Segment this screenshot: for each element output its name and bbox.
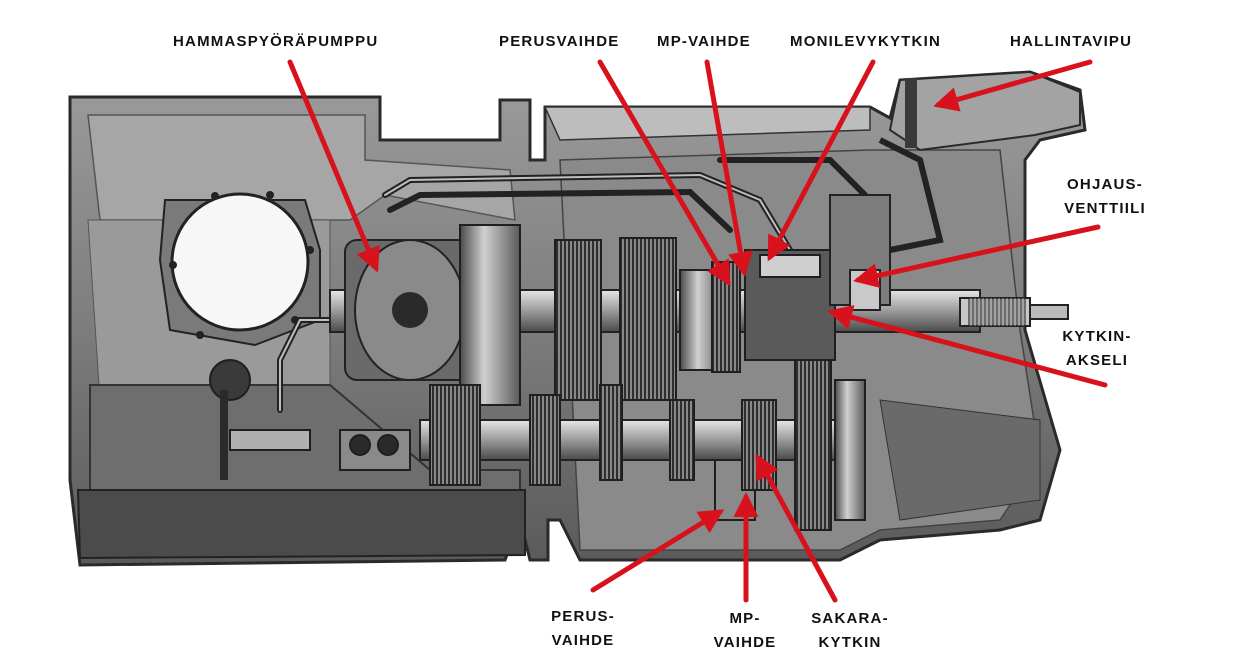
callout-arrows <box>287 59 1108 603</box>
label-dog-clutch: SAKARA- KYTKIN <box>811 607 889 655</box>
arrow-control-valve <box>853 224 1101 288</box>
arrow-mp-gear-top <box>704 59 753 277</box>
gear-pump-assembly <box>344 239 476 381</box>
label-multiplate-clutch: MONILEVYKYTKIN <box>790 33 941 50</box>
label-clutch-shaft-line2: AKSELI <box>1065 352 1129 369</box>
label-mp-gear-bottom: MP- VAIHDE <box>714 607 777 655</box>
label-control-valve-line1: OHJAUS- <box>1067 176 1143 193</box>
label-mp-gear-bottom-line1: MP- <box>729 610 761 627</box>
arrow-base-gear-bottom <box>590 509 725 593</box>
label-clutch-shaft-line1: KYTKIN- <box>1062 328 1132 345</box>
lower-shaft <box>419 419 861 461</box>
label-control-valve: OHJAUS- VENTTIILI <box>1064 173 1146 221</box>
label-dog-clutch-line2: KYTKIN <box>818 634 882 651</box>
label-dog-clutch-line1: SAKARA- <box>811 610 889 627</box>
label-gear-pump: HAMMASPYÖRÄPUMPPU <box>173 33 379 50</box>
label-base-gear-bottom-line1: PERUS- <box>551 608 615 625</box>
front-flange <box>158 191 321 347</box>
label-clutch-shaft: KYTKIN- AKSELI <box>1062 325 1131 373</box>
label-base-gear-top: PERUSVAIHDE <box>499 33 620 50</box>
label-base-gear-bottom-line2: VAIHDE <box>551 632 615 649</box>
arrow-dog-clutch <box>755 453 838 603</box>
arrow-multiplate-clutch <box>767 59 876 262</box>
label-mp-gear-top: MP-VAIHDE <box>657 33 751 50</box>
lower-left-components <box>209 359 411 480</box>
lower-gears <box>429 359 866 531</box>
arrow-clutch-shaft <box>827 305 1108 388</box>
label-control-lever: HALLINTAVIPU <box>1010 33 1133 50</box>
label-mp-gear-bottom-line2: VAIHDE <box>713 634 777 651</box>
upper-gears <box>459 224 836 406</box>
arrow-gear-pump <box>287 59 380 273</box>
arrow-control-lever <box>933 59 1093 112</box>
label-base-gear-bottom: PERUS- VAIHDE <box>551 605 615 653</box>
label-control-valve-line2: VENTTIILI <box>1064 200 1146 217</box>
arrow-base-gear-top <box>597 59 731 287</box>
